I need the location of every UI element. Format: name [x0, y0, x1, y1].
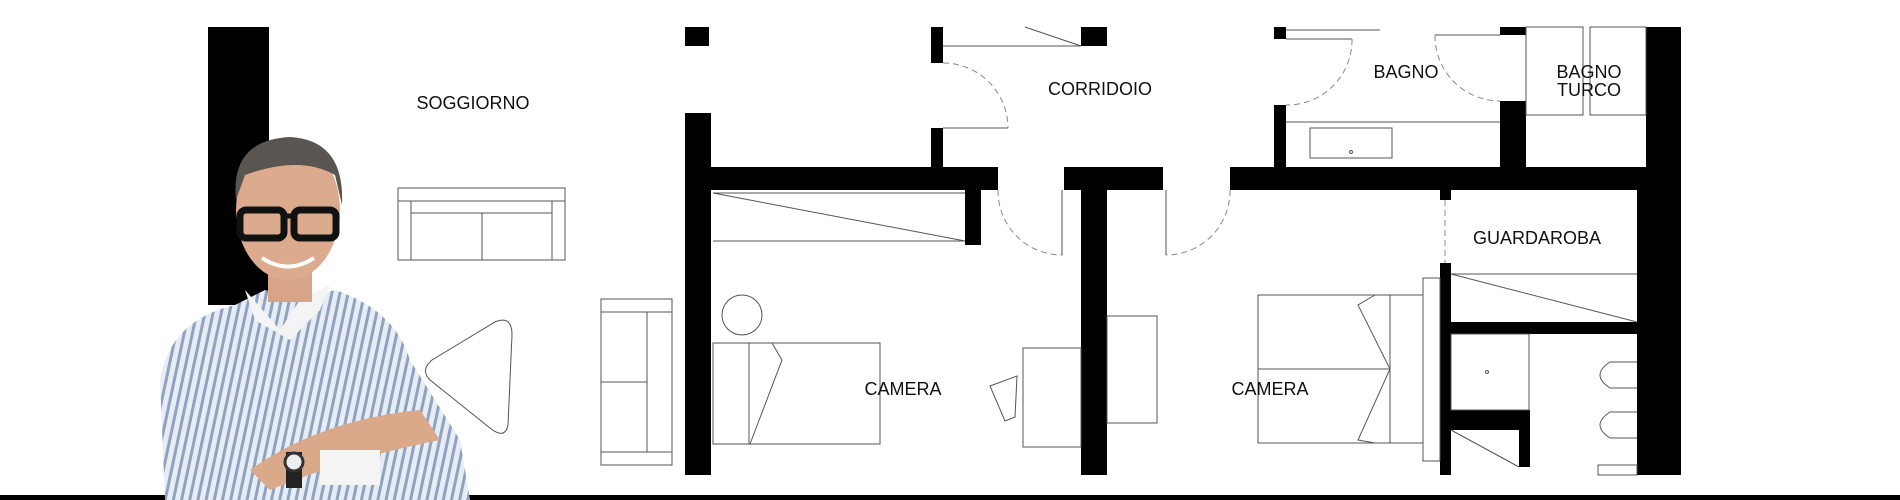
walls — [0, 27, 1900, 500]
room-label-corridoio: CORRIDOIO — [1048, 79, 1152, 99]
room-label-bagno: BAGNO — [1373, 62, 1438, 82]
room-label-bagno-turco-2: TURCO — [1557, 80, 1621, 100]
doors — [942, 26, 1501, 263]
portrait-photo — [160, 137, 470, 500]
room-label-soggiorno: SOGGIORNO — [416, 93, 529, 113]
room-label-bagno-turco-1: BAGNO — [1556, 62, 1621, 82]
furniture — [397, 26, 1647, 476]
room-label-camera-1: CAMERA — [864, 379, 941, 399]
room-label-guardaroba: GUARDAROBA — [1473, 228, 1601, 248]
room-label-camera-2: CAMERA — [1231, 379, 1308, 399]
